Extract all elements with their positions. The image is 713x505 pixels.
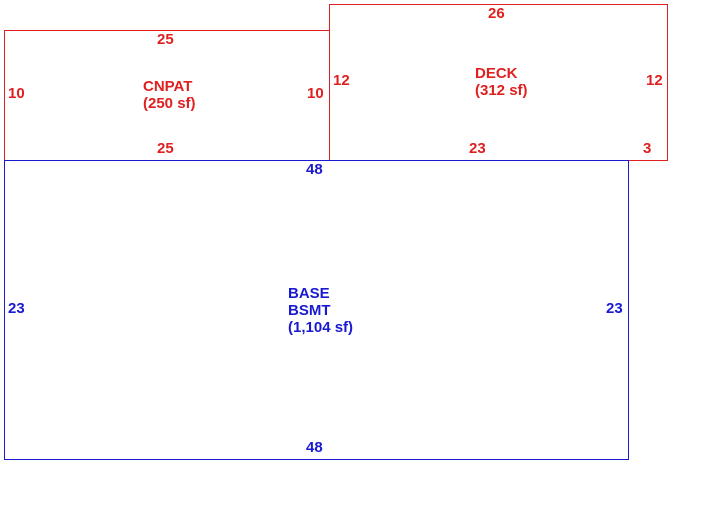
deck-dim-left: 12 — [333, 72, 350, 89]
base-area: (1,104 sf) — [288, 319, 354, 336]
base-dim-top: 48 — [306, 161, 323, 178]
deck-dim-top: 26 — [488, 5, 505, 22]
cnpat-dim-right: 10 — [307, 85, 324, 102]
deck-code: DECK — [475, 65, 518, 82]
base-code-secondary: BSMT — [288, 302, 331, 319]
deck-area: (312 sf) — [475, 82, 528, 99]
deck-dim-bottom-extra: 3 — [643, 140, 652, 157]
deck-dim-right: 12 — [646, 72, 663, 89]
cnpat-dim-top: 25 — [157, 31, 174, 48]
cnpat-area: (250 sf) — [143, 95, 196, 112]
base-dim-right: 23 — [606, 300, 623, 317]
deck-dim-bottom: 23 — [469, 140, 486, 157]
cnpat-code: CNPAT — [143, 78, 193, 95]
cnpat-dim-bottom: 25 — [157, 140, 174, 157]
base-area-outline — [4, 160, 629, 460]
base-dim-left: 23 — [8, 300, 25, 317]
cnpat-dim-left: 10 — [8, 85, 25, 102]
base-dim-bottom: 48 — [306, 439, 323, 456]
base-code: BASE — [288, 285, 330, 302]
